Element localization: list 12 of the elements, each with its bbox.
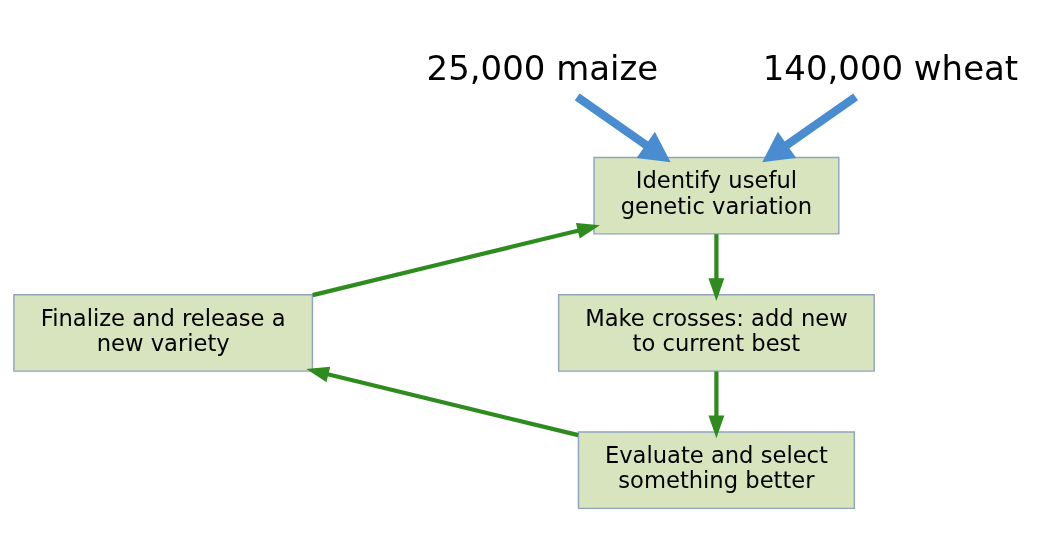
node-box: Make crosses: add new to current best — [557, 293, 875, 372]
node-text: 140,000 wheat — [762, 47, 1019, 88]
node-box: Identify useful genetic variation — [593, 156, 840, 235]
arrow — [762, 92, 859, 162]
node-box: Finalize and release a new variety — [13, 293, 314, 372]
arrow — [574, 92, 671, 162]
arrow — [708, 233, 725, 301]
arrow — [708, 370, 725, 438]
arrow — [306, 366, 579, 437]
node-box: Evaluate and select something better — [577, 430, 856, 509]
node-text: 25,000 maize — [426, 47, 659, 88]
arrow — [312, 222, 600, 297]
